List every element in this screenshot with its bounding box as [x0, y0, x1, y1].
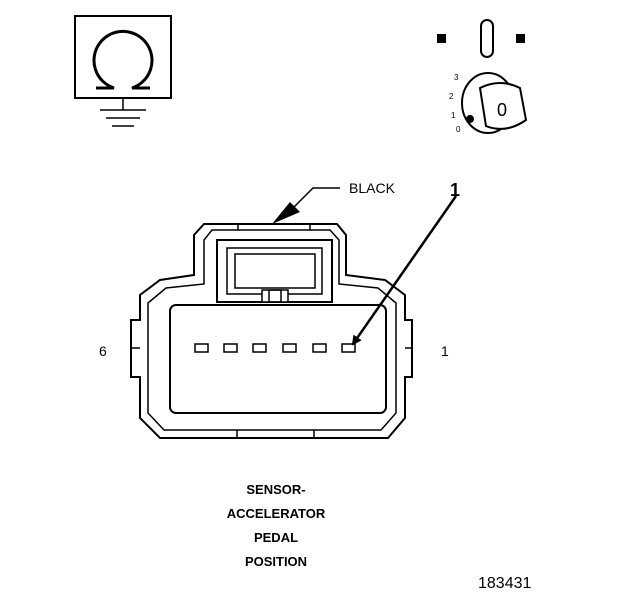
- terminal-2: [312, 343, 327, 353]
- terminal-5: [223, 343, 238, 353]
- terminal-1: [341, 343, 356, 353]
- key-position-3: 3: [454, 73, 459, 82]
- terminal-3: [282, 343, 297, 353]
- connector-caption: SENSOR- ACCELERATOR PEDAL POSITION: [227, 482, 326, 569]
- ohm-ground-icon: [74, 15, 172, 127]
- key-label: 0: [497, 100, 507, 120]
- pin-callout-label: 1: [450, 180, 460, 200]
- terminal-4: [252, 343, 267, 353]
- key-position-0: 0: [456, 125, 461, 134]
- ignition-key-icon: 0 3 2 1 0: [437, 19, 528, 134]
- figure-number: 183431: [478, 575, 531, 592]
- right-end-label: 1: [441, 343, 449, 359]
- caption-line-1: SENSOR-: [246, 482, 305, 497]
- connector-face: [130, 223, 413, 439]
- caption-line-3: PEDAL: [254, 530, 298, 545]
- pin-callout: 1: [351, 180, 460, 346]
- caption-line-4: POSITION: [245, 554, 307, 569]
- caption-line-2: ACCELERATOR: [227, 506, 326, 521]
- terminal-6: [194, 343, 209, 353]
- key-position-2: 2: [449, 92, 454, 101]
- color-callout: BLACK: [272, 180, 396, 224]
- color-label: BLACK: [349, 180, 396, 196]
- left-end-label: 6: [99, 343, 107, 359]
- key-position-1: 1: [451, 111, 456, 120]
